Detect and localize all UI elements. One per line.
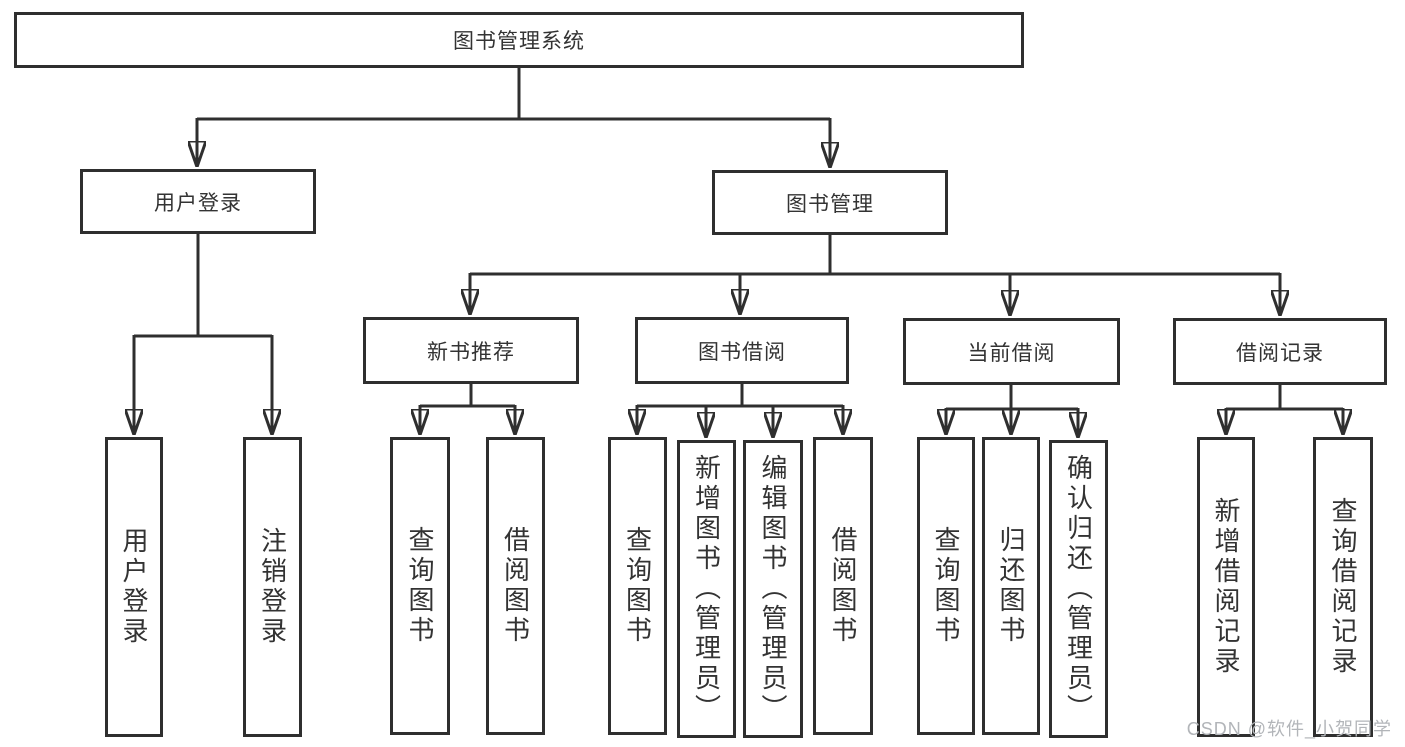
leaf-records-query-label: 查询借阅记录 [1328, 497, 1358, 677]
leaf-currentborrow-confirm-admin: 确认归还（管理员） [1049, 440, 1108, 738]
leaf-bookborrow-edit-admin: 编辑图书（管理员） [743, 440, 803, 738]
leaf-user-login: 用户登录 [105, 437, 163, 737]
leaf-bookborrow-add-admin: 新增图书（管理员） [677, 440, 736, 738]
connector-book-borrow-trunk [637, 383, 843, 408]
node-book-borrow-label: 图书借阅 [698, 340, 786, 364]
leaf-logout-login: 注销登录 [243, 437, 302, 737]
leaf-currentborrow-return-label: 归还图书 [996, 526, 1026, 646]
connector-user-login-trunk [134, 233, 272, 338]
leaf-logout-login-label: 注销登录 [257, 527, 288, 647]
leaf-currentborrow-query-label: 查询图书 [931, 526, 961, 646]
connector-borrow-record-trunk [1226, 384, 1343, 411]
leaf-newbooks-query-label: 查询图书 [405, 526, 435, 646]
node-new-book-recommend-label: 新书推荐 [427, 340, 515, 364]
node-book-borrow: 图书借阅 [635, 317, 849, 384]
connector-current-borrow-trunk [946, 384, 1078, 411]
leaf-records-add: 新增借阅记录 [1197, 437, 1255, 737]
leaf-newbooks-query: 查询图书 [390, 437, 450, 735]
node-library-system-label: 图书管理系统 [453, 30, 585, 53]
node-current-borrow-label: 当前借阅 [967, 341, 1056, 365]
leaf-currentborrow-return: 归还图书 [982, 437, 1040, 735]
node-borrow-record-label: 借阅记录 [1236, 341, 1324, 365]
leaf-user-login-label: 用户登录 [119, 527, 149, 647]
node-user-login-label: 用户登录 [154, 191, 242, 215]
leaf-records-query: 查询借阅记录 [1313, 437, 1373, 737]
leaf-bookborrow-query-label: 查询图书 [622, 526, 653, 646]
node-book-management: 图书管理 [712, 170, 948, 235]
leaf-newbooks-borrow-label: 借阅图书 [500, 526, 531, 646]
connector-book-management-trunk [470, 234, 1280, 276]
node-new-book-recommend: 新书推荐 [363, 317, 579, 384]
leaf-currentborrow-confirm-admin-label: 确认归还（管理员） [1063, 454, 1094, 724]
leaf-bookborrow-borrow: 借阅图书 [813, 437, 873, 735]
leaf-bookborrow-add-admin-label: 新增图书（管理员） [691, 454, 722, 724]
leaf-bookborrow-borrow-label: 借阅图书 [828, 526, 858, 646]
leaf-currentborrow-query: 查询图书 [917, 437, 975, 735]
node-current-borrow: 当前借阅 [903, 318, 1120, 385]
connector-root-trunk [197, 67, 830, 121]
leaf-records-add-label: 新增借阅记录 [1211, 497, 1241, 677]
leaf-bookborrow-edit-admin-label: 编辑图书（管理员） [758, 454, 788, 724]
node-book-management-label: 图书管理 [786, 192, 874, 216]
leaf-newbooks-borrow: 借阅图书 [486, 437, 545, 735]
node-library-system: 图书管理系统 [14, 12, 1024, 68]
leaf-bookborrow-query: 查询图书 [608, 437, 667, 735]
node-borrow-record: 借阅记录 [1173, 318, 1387, 385]
node-user-login: 用户登录 [80, 169, 316, 234]
connector-new-book-trunk [420, 383, 515, 408]
csdn-watermark: CSDN @软件_小贺同学 [1186, 719, 1392, 739]
